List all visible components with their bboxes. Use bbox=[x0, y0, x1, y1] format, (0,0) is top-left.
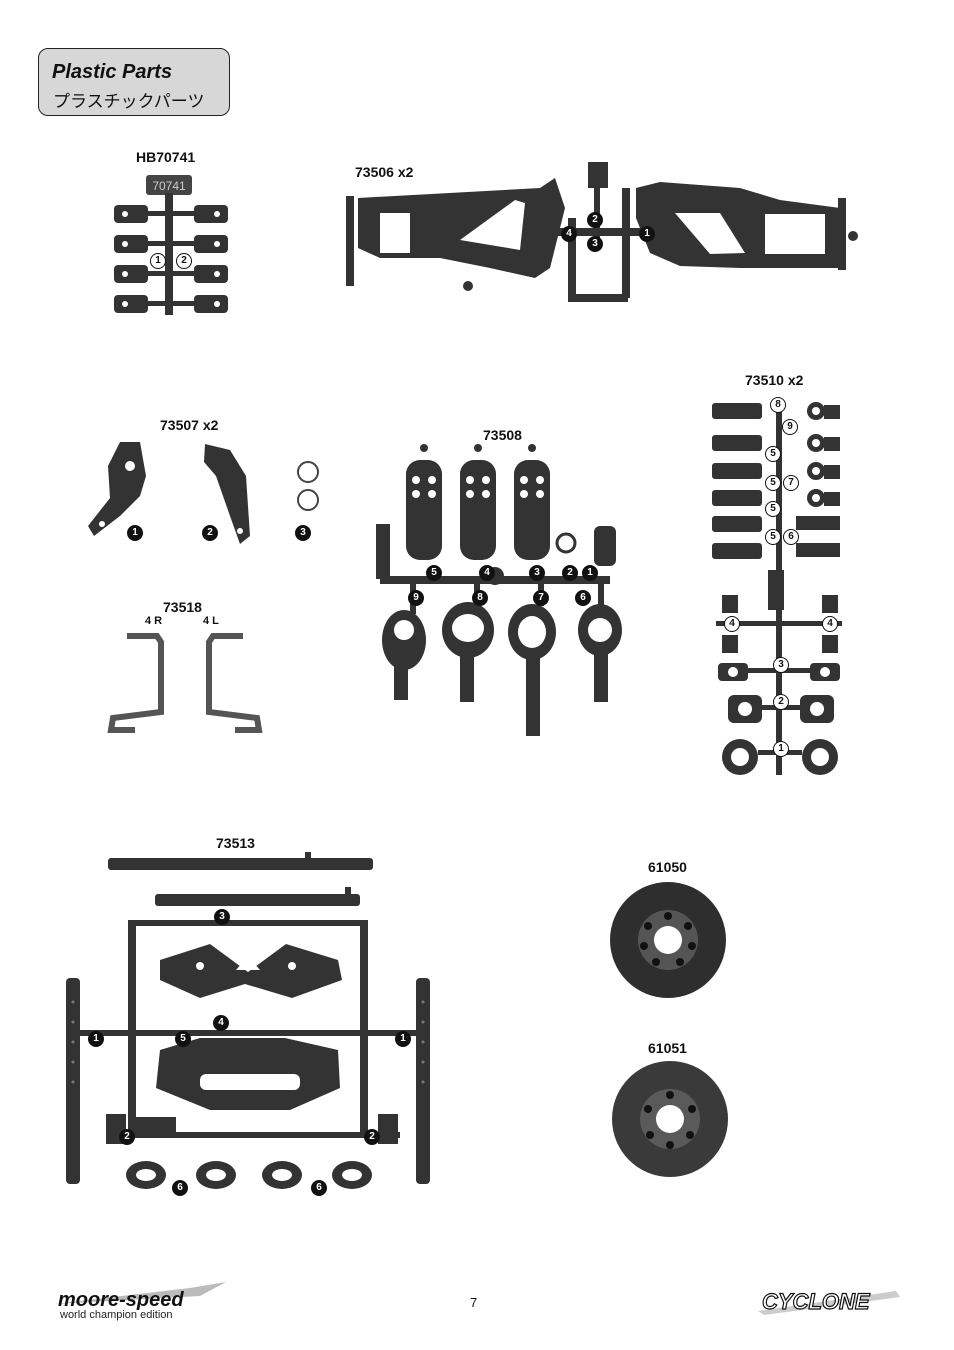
callout-73506-4: 4 bbox=[561, 226, 577, 242]
part-image-hb70741: 70741 bbox=[114, 175, 228, 315]
callout-73510-5c: 5 bbox=[765, 501, 781, 517]
callout-73510-1: 1 bbox=[773, 741, 789, 757]
part-image-61050 bbox=[610, 882, 726, 998]
callout-73508-5: 5 bbox=[426, 565, 442, 581]
part-image-73518 bbox=[107, 633, 263, 733]
part-label-73507: 73507 x2 bbox=[160, 417, 219, 433]
section-title-box: Plastic Parts プラスチックパーツ bbox=[38, 48, 230, 116]
callout-73507-2: 2 bbox=[202, 525, 218, 541]
callout-73510-9: 9 bbox=[782, 419, 798, 435]
part-image-73506 bbox=[346, 162, 858, 302]
callout-73510-5d: 5 bbox=[765, 529, 781, 545]
part-image-73508 bbox=[376, 444, 622, 736]
section-subtitle: プラスチックパーツ bbox=[53, 92, 205, 112]
part-stamp-hb70741: 70741 bbox=[152, 179, 186, 193]
brand-left-text: moore-speed bbox=[58, 1289, 184, 1311]
callout-73510-3: 3 bbox=[773, 657, 789, 673]
brand-right-text: CYCLONE bbox=[762, 1289, 871, 1314]
callout-73513-6a: 6 bbox=[172, 1180, 188, 1196]
part-label-61050: 61050 bbox=[648, 859, 687, 875]
callout-73508-9: 9 bbox=[408, 590, 424, 606]
part-label-hb70741: HB70741 bbox=[136, 149, 196, 165]
callout-73507-1: 1 bbox=[127, 525, 143, 541]
callout-hb70741-1: 1 bbox=[150, 253, 166, 269]
page-number: 7 bbox=[470, 1295, 478, 1310]
part-label-73513: 73513 bbox=[216, 835, 255, 851]
callout-73508-7: 7 bbox=[533, 590, 549, 606]
callout-73508-6: 6 bbox=[575, 590, 591, 606]
callout-73506-1: 1 bbox=[639, 226, 655, 242]
callout-73510-5a: 5 bbox=[765, 446, 781, 462]
callout-73506-3: 3 bbox=[587, 236, 603, 252]
brand-logo-right: CYCLONE bbox=[758, 1288, 900, 1315]
part-label-73518: 73518 bbox=[163, 599, 202, 615]
part-image-73507 bbox=[88, 442, 319, 544]
callout-73513-1b: 1 bbox=[395, 1031, 411, 1047]
callout-73508-8: 8 bbox=[472, 590, 488, 606]
callout-73513-5: 5 bbox=[175, 1031, 191, 1047]
callout-73510-7: 7 bbox=[783, 475, 799, 491]
part-image-61051 bbox=[612, 1061, 728, 1177]
callout-73513-1a: 1 bbox=[88, 1031, 104, 1047]
callout-73508-3: 3 bbox=[529, 565, 545, 581]
callout-hb70741-2: 2 bbox=[176, 253, 192, 269]
part-image-73513 bbox=[66, 852, 430, 1189]
callout-73513-4: 4 bbox=[213, 1015, 229, 1031]
callout-73510-6: 6 bbox=[783, 529, 799, 545]
callout-73510-8: 8 bbox=[770, 397, 786, 413]
callout-73510-5b: 5 bbox=[765, 475, 781, 491]
callout-73510-4b: 4 bbox=[822, 616, 838, 632]
part-label-73510: 73510 x2 bbox=[745, 372, 804, 388]
callout-73508-1: 1 bbox=[582, 565, 598, 581]
callout-73513-6b: 6 bbox=[311, 1180, 327, 1196]
callout-73510-2: 2 bbox=[773, 694, 789, 710]
part-label-73508: 73508 bbox=[483, 427, 522, 443]
callout-73508-4: 4 bbox=[479, 565, 495, 581]
part-label-61051: 61051 bbox=[648, 1040, 687, 1056]
part-label-73506: 73506 x2 bbox=[355, 164, 414, 180]
callout-73513-2b: 2 bbox=[364, 1129, 380, 1145]
callout-73510-4a: 4 bbox=[724, 616, 740, 632]
section-title: Plastic Parts bbox=[52, 61, 173, 83]
callout-73507-3: 3 bbox=[295, 525, 311, 541]
callout-73506-2: 2 bbox=[587, 212, 603, 228]
part-sublabel-73518-l: 4 L bbox=[203, 615, 219, 627]
part-sublabel-73518-r: 4 R bbox=[145, 615, 163, 627]
callout-73513-2a: 2 bbox=[119, 1129, 135, 1145]
callout-73508-2: 2 bbox=[562, 565, 578, 581]
brand-logo-left: moore-speed bbox=[54, 1282, 226, 1311]
brand-left-subtitle: world champion edition bbox=[60, 1309, 173, 1321]
callout-73513-3: 3 bbox=[214, 909, 230, 925]
